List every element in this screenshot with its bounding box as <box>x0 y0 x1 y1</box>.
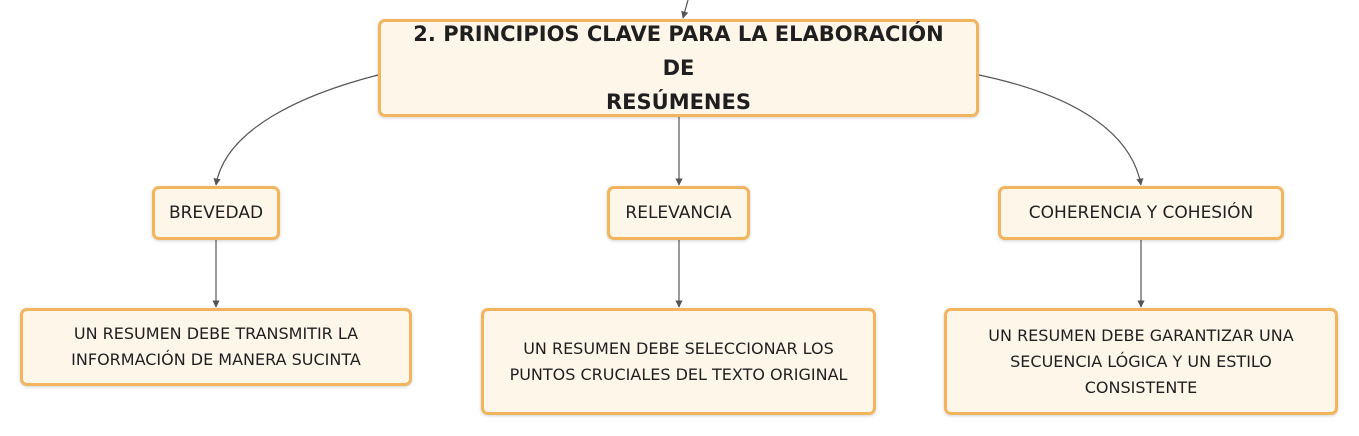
main-topic-line-1: 2. PRINCIPIOS CLAVE PARA LA ELABORACIÓN … <box>413 22 944 80</box>
topic-relevancia[interactable]: RELEVANCIA <box>607 186 750 240</box>
subtopic-coherencia-description[interactable]: UN RESUMEN DEBE GARANTIZAR UNA SECUENCIA… <box>944 308 1338 415</box>
subtopic-coherencia-text: UN RESUMEN DEBE GARANTIZAR UNA SECUENCIA… <box>988 323 1293 401</box>
main-topic-node[interactable]: 2. PRINCIPIOS CLAVE PARA LA ELABORACIÓN … <box>378 19 979 117</box>
desc-line: PUNTOS CRUCIALES DEL TEXTO ORIGINAL <box>509 364 848 384</box>
topic-relevancia-label: RELEVANCIA <box>625 203 732 223</box>
connector-main-to-coherencia <box>978 74 1144 186</box>
subtopic-brevedad-description[interactable]: UN RESUMEN DEBE TRANSMITIR LA INFORMACIÓ… <box>20 308 412 386</box>
topic-brevedad[interactable]: BREVEDAD <box>152 186 280 240</box>
main-topic-line-2: RESÚMENES <box>606 90 751 114</box>
desc-line: SECUENCIA LÓGICA Y UN ESTILO <box>1010 351 1272 371</box>
subtopic-relevancia-text: UN RESUMEN DEBE SELECCIONAR LOS PUNTOS C… <box>510 336 848 388</box>
topic-coherencia-label: COHERENCIA Y COHESIÓN <box>1028 203 1254 223</box>
desc-line: UN RESUMEN DEBE SELECCIONAR LOS <box>523 338 834 358</box>
desc-line: CONSISTENTE <box>1084 377 1198 397</box>
subtopic-brevedad-text: UN RESUMEN DEBE TRANSMITIR LA INFORMACIÓ… <box>71 321 361 373</box>
subtopic-relevancia-description[interactable]: UN RESUMEN DEBE SELECCIONAR LOS PUNTOS C… <box>481 308 876 415</box>
desc-line: UN RESUMEN DEBE GARANTIZAR UNA <box>988 325 1294 345</box>
topic-coherencia-cohesion[interactable]: COHERENCIA Y COHESIÓN <box>998 186 1284 240</box>
main-topic-label: 2. PRINCIPIOS CLAVE PARA LA ELABORACIÓN … <box>401 17 956 119</box>
desc-line: INFORMACIÓN DE MANERA SUCINTA <box>71 350 361 369</box>
connector-main-to-brevedad <box>213 74 379 186</box>
desc-line: UN RESUMEN DEBE TRANSMITIR LA <box>73 324 359 343</box>
incoming-connector <box>681 0 689 19</box>
topic-brevedad-label: BREVEDAD <box>168 203 264 223</box>
